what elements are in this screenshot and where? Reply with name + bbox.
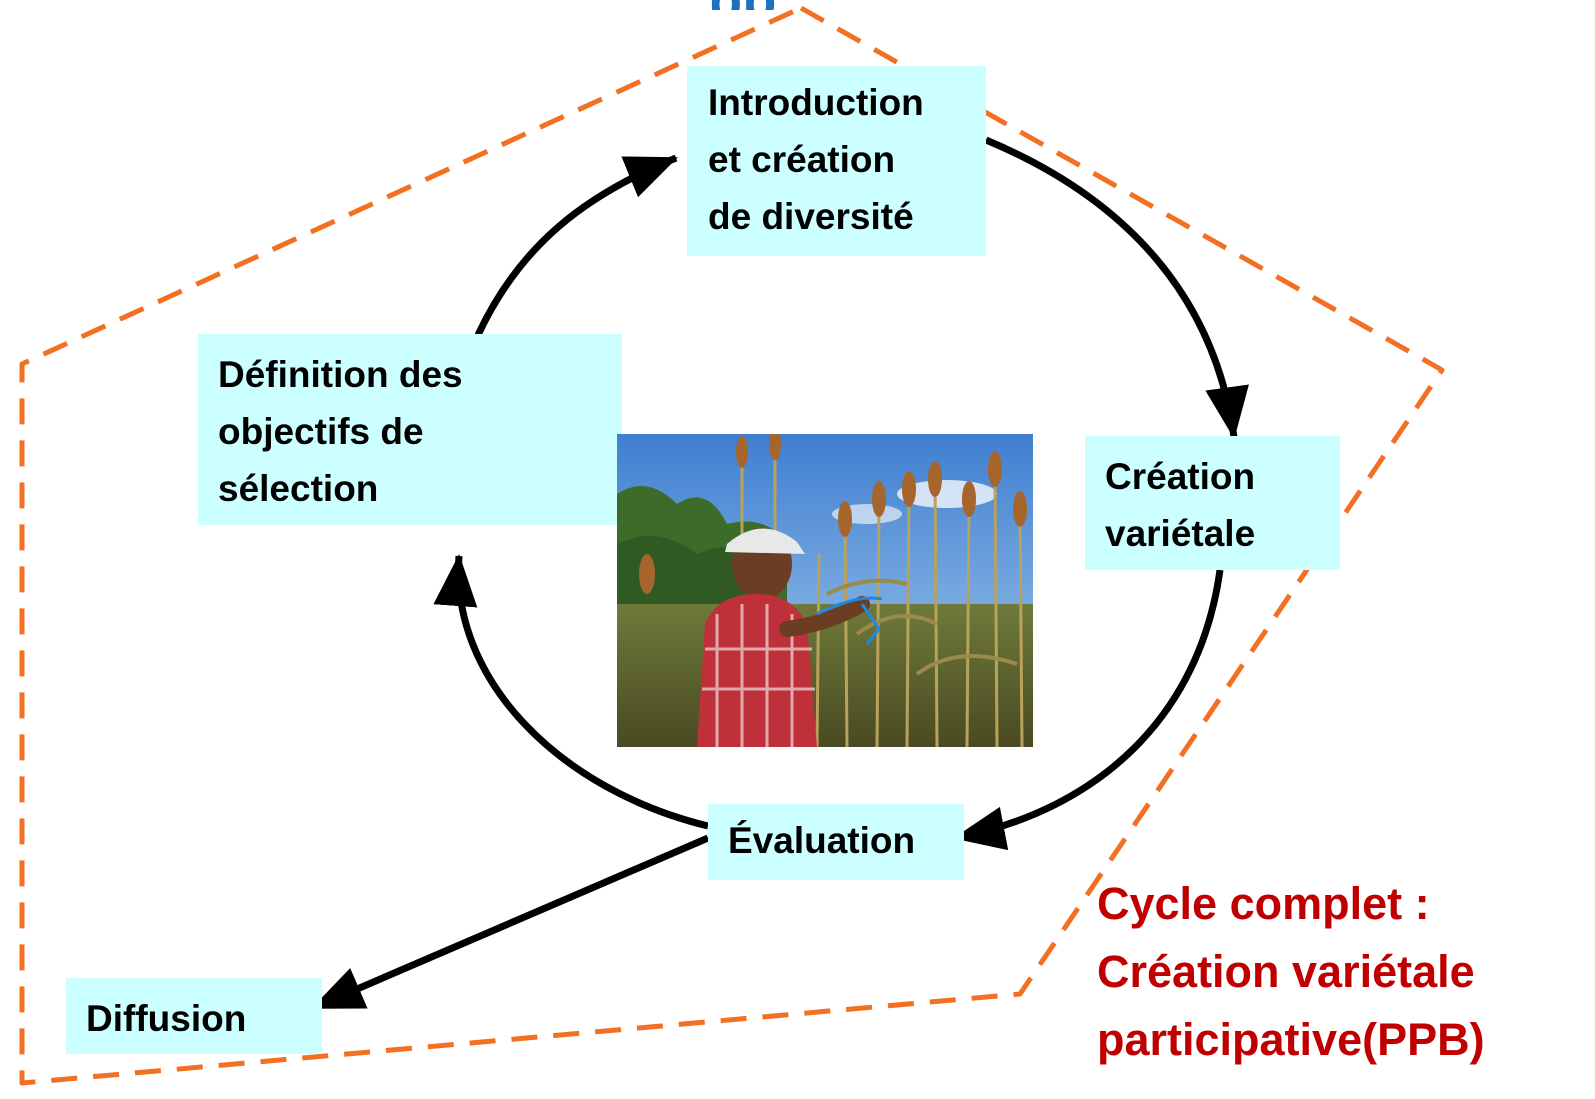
stage-definition-line-2: objectifs de	[218, 411, 424, 452]
stage-introduction-line-1: Introduction	[708, 82, 924, 123]
ppb-caption-line-3: participative(PPB)	[1097, 1014, 1485, 1065]
title-fragment: pp	[708, 0, 818, 10]
stage-definition-line-3: sélection	[218, 468, 379, 509]
stage-diffusion-label: Diffusion	[86, 998, 247, 1039]
stage-introduction-box: Introduction et création de diversité	[687, 66, 986, 256]
stage-introduction-line-2: et création	[708, 139, 896, 180]
farmer-in-sorghum-field-photo	[617, 434, 1033, 747]
stage-creation-line-2: variétale	[1105, 513, 1256, 554]
stage-diffusion-box: Diffusion	[66, 978, 322, 1054]
stage-creation-box: Création variétale	[1085, 436, 1340, 570]
ppb-caption-line-1: Cycle complet :	[1097, 878, 1430, 929]
arrow-to-creation	[984, 136, 1249, 439]
stage-definition-line-1: Définition des	[218, 354, 463, 395]
stage-creation-line-1: Création	[1105, 456, 1256, 497]
arrow-to-diffusion	[311, 834, 710, 1012]
stage-evaluation-box: Évaluation	[708, 804, 964, 880]
arrow-to-evaluation	[953, 569, 1224, 851]
ppb-caption: Cycle complet : Création variétale parti…	[1097, 870, 1592, 1074]
stage-definition-box: Définition des objectifs de sélection	[198, 334, 622, 525]
stage-introduction-line-3: de diversité	[708, 196, 914, 237]
photo-illustration	[617, 434, 1033, 747]
title-fragment-text: pp	[708, 0, 818, 10]
arrow-to-introduction	[474, 154, 678, 337]
stage-evaluation-label: Évaluation	[728, 820, 916, 861]
ppb-caption-line-2: Création variétale	[1097, 946, 1475, 997]
dashed-pentagon-outline	[19, 5, 1445, 1086]
arrow-to-definition	[433, 554, 709, 830]
